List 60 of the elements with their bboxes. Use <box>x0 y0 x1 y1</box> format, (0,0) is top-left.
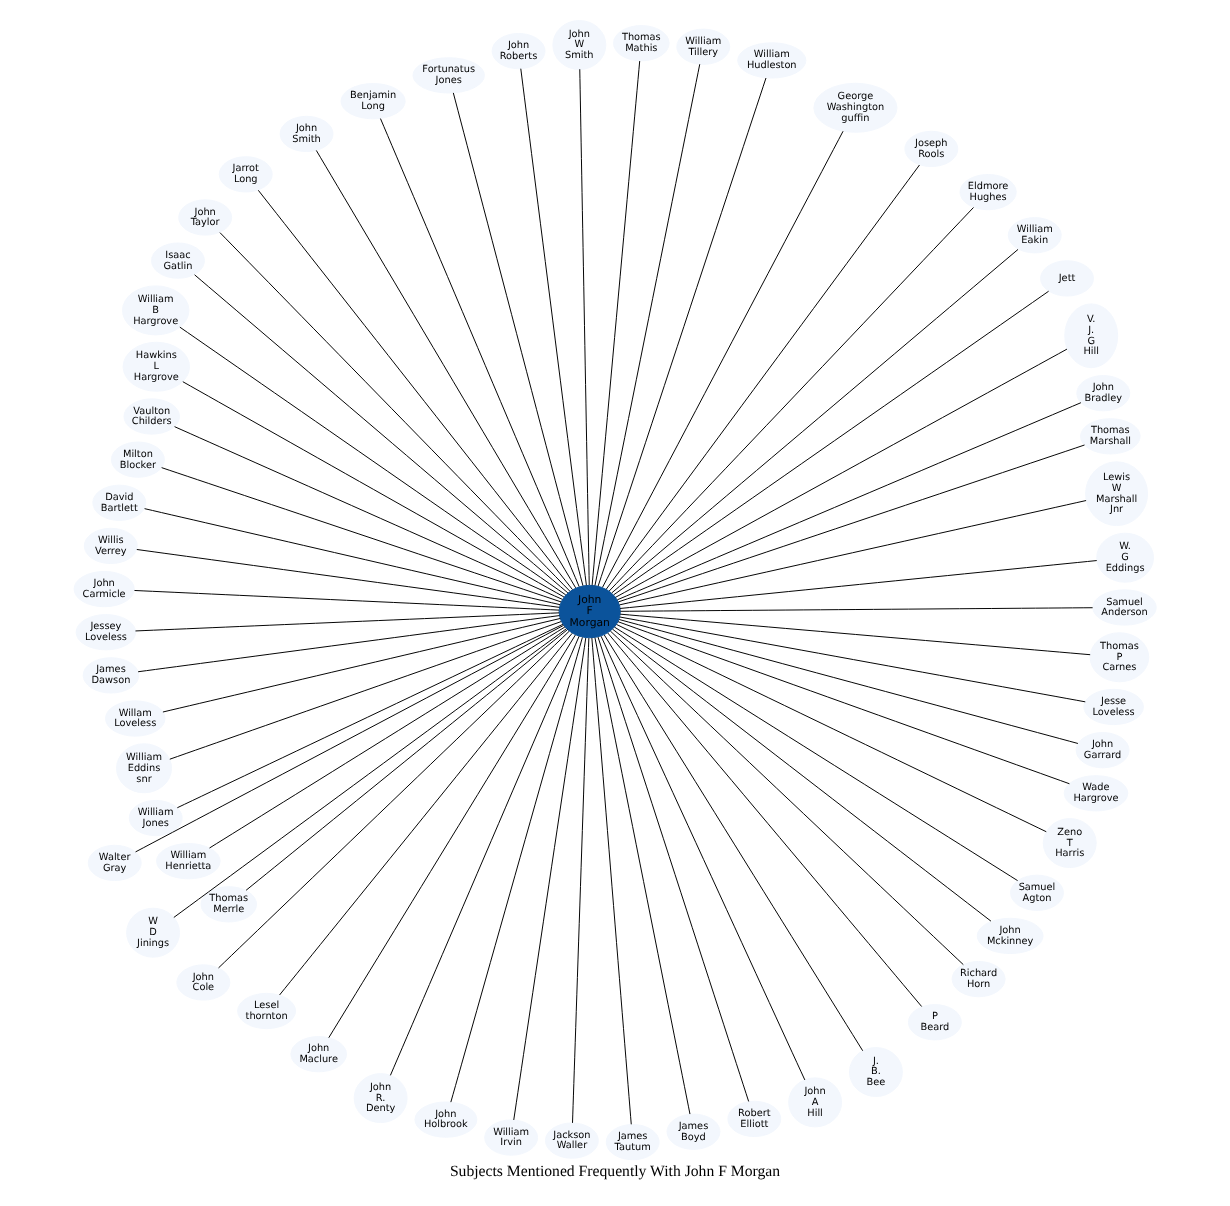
connector <box>137 615 560 673</box>
connector <box>619 560 1098 609</box>
connector <box>619 616 1086 703</box>
connector <box>594 637 691 1115</box>
connector <box>161 467 562 603</box>
connector <box>602 130 844 588</box>
connector <box>179 326 567 596</box>
connector <box>169 621 562 760</box>
connector <box>579 68 590 586</box>
connector <box>611 248 1019 594</box>
connector <box>162 618 561 713</box>
connector <box>389 635 580 1076</box>
connector <box>450 636 583 1103</box>
connector <box>572 637 590 1124</box>
connector <box>619 500 1087 606</box>
connector <box>279 632 573 996</box>
connector <box>174 426 563 600</box>
connector <box>605 164 920 590</box>
connector <box>173 628 567 918</box>
connector <box>380 118 580 588</box>
connector <box>617 621 1070 785</box>
connector <box>219 232 571 592</box>
connector <box>176 623 564 809</box>
connector <box>607 632 923 1007</box>
connector <box>608 207 974 592</box>
connector <box>218 630 570 969</box>
diagram-title: Subjects Mentioned Frequently With John F Morgan <box>449 1162 781 1181</box>
connector <box>609 630 964 966</box>
connector <box>617 444 1085 603</box>
connector <box>597 636 750 1102</box>
connector <box>194 274 569 594</box>
connector <box>520 68 587 586</box>
connector <box>257 189 573 591</box>
connector <box>613 290 1050 596</box>
connector <box>600 635 806 1081</box>
connector <box>597 77 767 587</box>
connector <box>591 60 641 586</box>
connector <box>452 92 584 587</box>
connector <box>209 626 566 849</box>
connector <box>594 63 701 586</box>
connector <box>135 612 560 632</box>
connector <box>619 607 1094 612</box>
connector <box>315 149 577 589</box>
connector <box>182 381 565 598</box>
connector <box>613 626 1019 882</box>
connector <box>513 637 587 1121</box>
connector <box>591 637 632 1125</box>
connector <box>615 348 1068 598</box>
connector <box>619 613 1091 656</box>
connector <box>616 624 1047 833</box>
connector <box>245 629 568 891</box>
connector <box>618 619 1079 744</box>
connector <box>134 590 560 611</box>
connector <box>136 549 560 608</box>
connector <box>328 634 576 1039</box>
connector <box>144 508 561 606</box>
connector <box>603 634 864 1052</box>
connector <box>612 628 992 922</box>
connector <box>616 402 1082 601</box>
connector <box>135 624 564 853</box>
